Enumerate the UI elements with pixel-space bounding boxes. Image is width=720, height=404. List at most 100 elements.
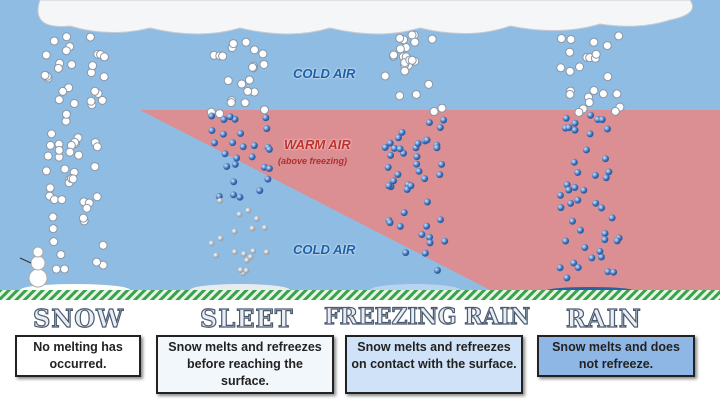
raindrop-icon [386, 139, 394, 147]
snowflake-icon [215, 109, 225, 119]
raindrop-icon [413, 160, 421, 168]
snowflake-icon [566, 34, 576, 44]
raindrop-icon [221, 150, 229, 158]
sleet-pellet-icon [217, 197, 224, 204]
raindrop-icon [415, 167, 423, 175]
snowflake-icon [49, 36, 59, 46]
sleet-pellet-icon [241, 251, 248, 258]
snowflake-icon [51, 264, 61, 274]
sleet-description: Snow melts and refreezes before reaching… [156, 335, 334, 394]
raindrop-icon [586, 130, 594, 138]
snowflake-icon [565, 89, 575, 99]
snowflake-icon [99, 52, 109, 62]
raindrop-icon [440, 116, 448, 124]
raindrop-icon [592, 199, 600, 207]
sleet-pellet-icon [249, 225, 256, 232]
snowflake-icon [380, 71, 390, 81]
raindrop-icon [262, 114, 270, 122]
snowflake-icon [228, 39, 238, 49]
raindrop-icon [239, 143, 247, 151]
snowflake-icon [60, 164, 70, 174]
raindrop-icon [423, 198, 431, 206]
raindrop-icon [425, 119, 433, 127]
raindrop-icon [421, 249, 429, 257]
raindrop-icon [226, 113, 234, 121]
snowflake-icon [429, 107, 439, 117]
cloud [37, 0, 693, 35]
snowflake-icon [259, 59, 269, 69]
raindrop-icon [603, 125, 611, 133]
raindrop-icon [418, 231, 426, 239]
raindrop-icon [441, 237, 449, 245]
raindrop-icon [233, 154, 241, 162]
raindrop-icon [602, 174, 610, 182]
raindrop-icon [236, 193, 244, 201]
snowflake-icon [40, 70, 50, 80]
snowflake-icon [54, 95, 64, 105]
snowflake-icon [59, 264, 69, 274]
snowflake-icon [68, 174, 78, 184]
snowflake-icon [241, 37, 251, 47]
snowflake-icon [74, 150, 84, 160]
raindrop-icon [581, 244, 589, 252]
sleet-pellet-icon [208, 240, 215, 247]
snowflake-icon [603, 72, 613, 82]
raindrop-icon [610, 268, 618, 276]
snowflake-icon [240, 98, 250, 108]
cold-air-top-label: COLD AIR [293, 66, 356, 81]
raindrop-icon [613, 237, 621, 245]
snowflake-icon [565, 66, 575, 76]
snowflake-icon [584, 98, 594, 108]
raindrop-icon [601, 236, 609, 244]
snowflake-icon [62, 32, 72, 42]
raindrop-icon [423, 136, 431, 144]
raindrop-icon [557, 204, 565, 212]
raindrop-icon [263, 125, 271, 133]
raindrop-icon [223, 163, 231, 171]
raindrop-icon [426, 233, 434, 241]
raindrop-icon [256, 187, 264, 195]
raindrop-icon [588, 254, 596, 262]
sleet-pellet-icon [231, 249, 238, 256]
raindrop-icon [598, 116, 606, 124]
raindrop-icon [571, 184, 579, 192]
snowflake-icon [58, 86, 68, 96]
raindrop-icon [565, 186, 573, 194]
raindrop-icon [265, 165, 273, 173]
raindrop-icon [608, 214, 616, 222]
snowflake-icon [575, 62, 585, 72]
raindrop-icon [591, 171, 599, 179]
warm-air-label: WARM AIR [284, 137, 351, 152]
snowflake-icon [56, 250, 66, 260]
sleet-title: SLEET [199, 303, 294, 333]
raindrop-icon [596, 247, 604, 255]
snowflake-icon [556, 63, 566, 73]
raindrop-icon [433, 266, 441, 274]
sleet-pellet-icon [231, 228, 238, 235]
snowflake-icon [565, 47, 575, 57]
raindrop-icon [436, 124, 444, 132]
snowflake-icon [90, 162, 100, 172]
snowflake-icon [90, 86, 100, 96]
snowflake-icon [48, 224, 58, 234]
sleet-pellet-icon [236, 211, 243, 218]
snowflake-icon [41, 50, 51, 60]
raindrop-icon [230, 178, 238, 186]
snowflake-icon [43, 151, 53, 161]
raindrop-icon [396, 145, 404, 153]
snowflake-icon [602, 41, 612, 51]
snow-title: SNOW [32, 303, 125, 333]
warm-air-sublabel: (above freezing) [278, 156, 348, 166]
raindrop-icon [433, 144, 441, 152]
sleet-pellet-icon [217, 235, 224, 242]
snowflake-icon [574, 107, 584, 117]
snowflake-icon [249, 45, 259, 55]
snowflake-icon [610, 106, 620, 116]
snowflake-icon [589, 37, 599, 47]
sleet-pellet-icon [213, 252, 220, 259]
raindrop-icon [385, 182, 393, 190]
sleet-pellet-icon [261, 224, 268, 231]
raindrop-icon [571, 126, 579, 134]
raindrop-icon [264, 175, 272, 183]
raindrop-icon [436, 216, 444, 224]
